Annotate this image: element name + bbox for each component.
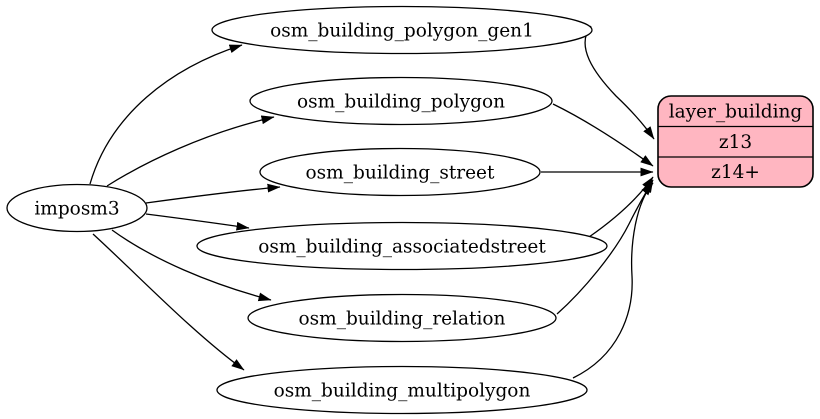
- table-label: osm_building_associatedstreet: [258, 237, 546, 258]
- table-ellipse: [259, 147, 541, 197]
- row-z14plus: z14+: [711, 162, 760, 183]
- edge-imposm3-to-osm_building_polygon: [106, 115, 275, 187]
- table-label: osm_building_street: [306, 163, 495, 184]
- table-ellipse: [216, 365, 588, 415]
- node-osm_building_polygon_gen1: osm_building_polygon_gen1: [211, 5, 593, 55]
- node-osm_building_multipolygon: osm_building_multipolygon: [216, 365, 588, 415]
- table-ellipse: [249, 76, 553, 126]
- node-imposm3: imposm3: [6, 183, 148, 233]
- layer-building-title: layer_building: [669, 102, 803, 123]
- node-osm_building_street: osm_building_street: [259, 147, 541, 197]
- table-ellipse: [211, 5, 593, 55]
- edge-osm_building_associatedstreet-to-z14: [588, 176, 654, 238]
- edge-osm_building_polygon_gen1-to-z13: [584, 25, 655, 140]
- node-osm_building_polygon: osm_building_polygon: [249, 76, 553, 126]
- table-ellipse: [247, 293, 557, 343]
- table-label: osm_building_polygon: [297, 92, 505, 113]
- edge-imposm3-to-osm_building_associatedstreet: [145, 213, 250, 231]
- table-label: osm_building_relation: [299, 309, 506, 330]
- edge-imposm3-to-osm_building_polygon_gen1: [89, 44, 243, 185]
- imposm3-label: imposm3: [34, 199, 119, 220]
- node-osm_building_associatedstreet: osm_building_associatedstreet: [196, 221, 608, 271]
- edge-imposm3-to-osm_building_multipolygon: [92, 233, 245, 371]
- node-osm_building_relation: osm_building_relation: [247, 293, 557, 343]
- node-layer-building: layer_building z13 z14+: [657, 95, 814, 188]
- edge-osm_building_multipolygon-to-z14: [572, 182, 654, 379]
- imposm3-ellipse: [6, 183, 148, 233]
- layer-building-box: [657, 95, 814, 188]
- table-label: osm_building_polygon_gen1: [270, 21, 534, 42]
- table-ellipse: [196, 221, 608, 271]
- edge-group: [89, 25, 655, 379]
- edge-osm_building_polygon-to-z14: [552, 103, 654, 167]
- table-label: osm_building_multipolygon: [274, 381, 531, 402]
- row-z13: z13: [719, 132, 752, 153]
- edge-imposm3-to-osm_building_relation: [111, 229, 272, 302]
- edge-imposm3-to-osm_building_street: [145, 183, 281, 204]
